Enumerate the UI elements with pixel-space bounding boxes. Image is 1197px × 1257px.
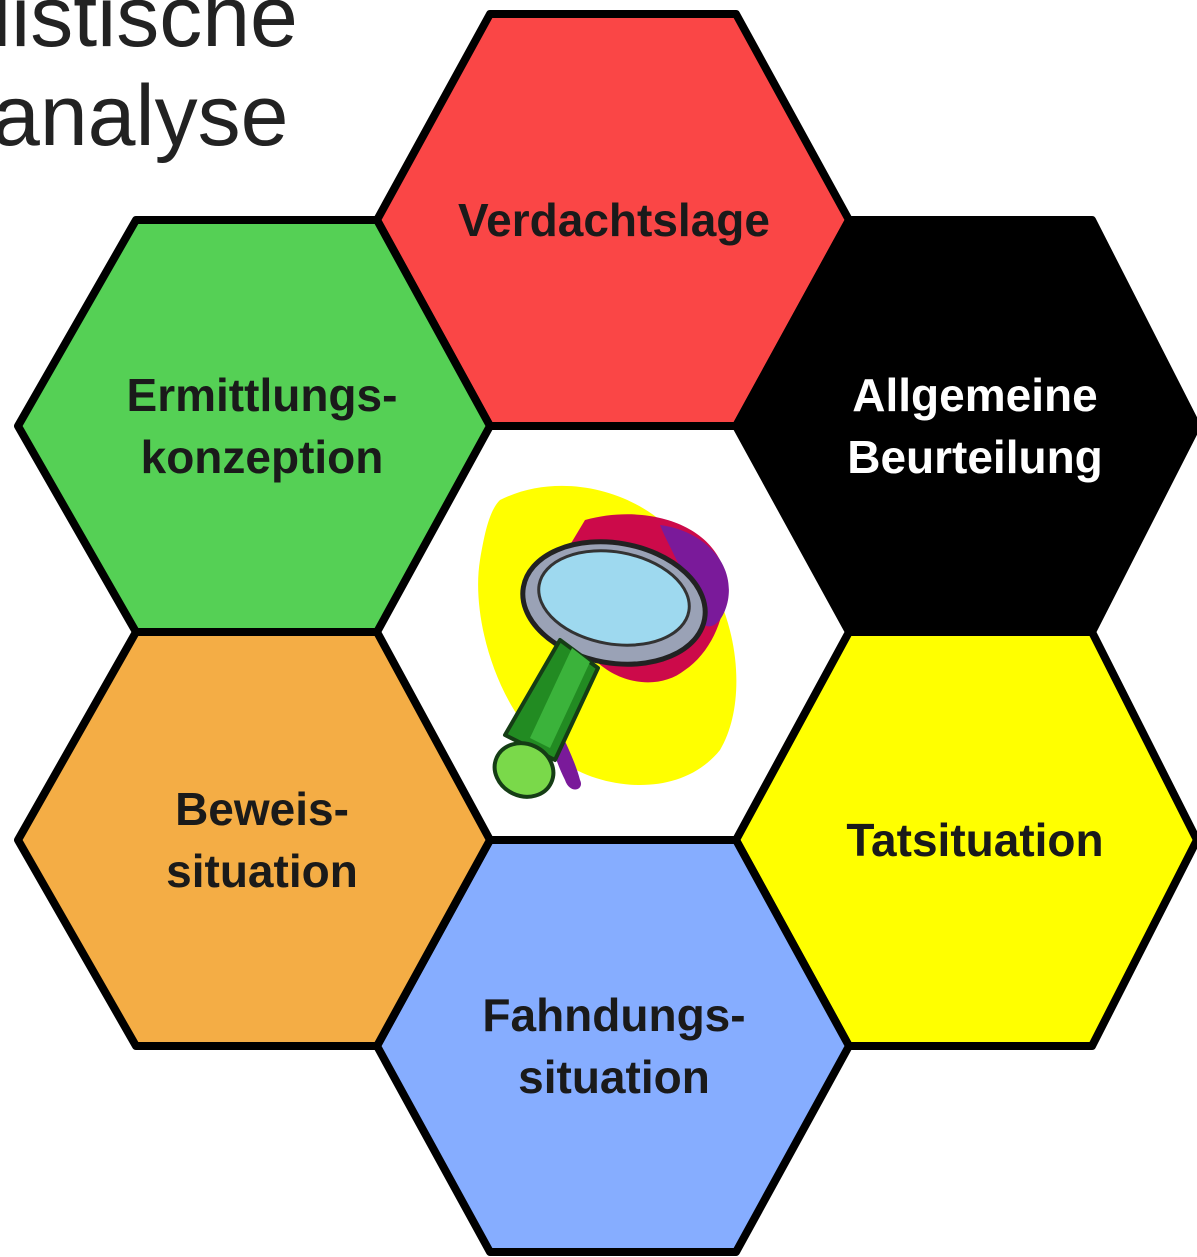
hexagon-fahndungssituation: Fahndungs-situation [373,836,853,1256]
hexagon-ermittlungskonzeption-label-line-2: konzeption [141,431,384,483]
hexagon-fahndungssituation-label-line-1: Fahndungs- [482,989,745,1041]
hexagon-ermittlungskonzeption-label-line-1: Ermittlungs- [127,369,398,421]
hexagon-ring: VerdachtslageAllgemeineBeurteilungTatsit… [14,10,1197,1256]
hexagon-tatsituation-label-line-1: Tatsituation [846,814,1103,866]
hexagon-allgemeine-beurteilung-label-line-2: Beurteilung [847,431,1103,483]
hexagon-tatsituation: Tatsituation [732,628,1197,1050]
hexagon-beweissituation-label-line-2: situation [166,845,358,897]
page-title-line-2: analyse [0,68,288,164]
hexagon-verdachtslage-label-line-1: Verdachtslage [458,194,770,246]
page-title-line-1: listische [0,0,298,65]
hexagon-beweissituation-label-line-1: Beweis- [175,783,349,835]
hexagon-ermittlungskonzeption: Ermittlungs-konzeption [14,216,494,636]
hexagon-fahndungssituation-label-line-2: situation [518,1051,710,1103]
hexagon-allgemeine-beurteilung-label-line-1: Allgemeine [852,369,1097,421]
magnifying-glass-icon [478,485,737,799]
hexagon-ermittlungskonzeption-shape [14,216,494,636]
